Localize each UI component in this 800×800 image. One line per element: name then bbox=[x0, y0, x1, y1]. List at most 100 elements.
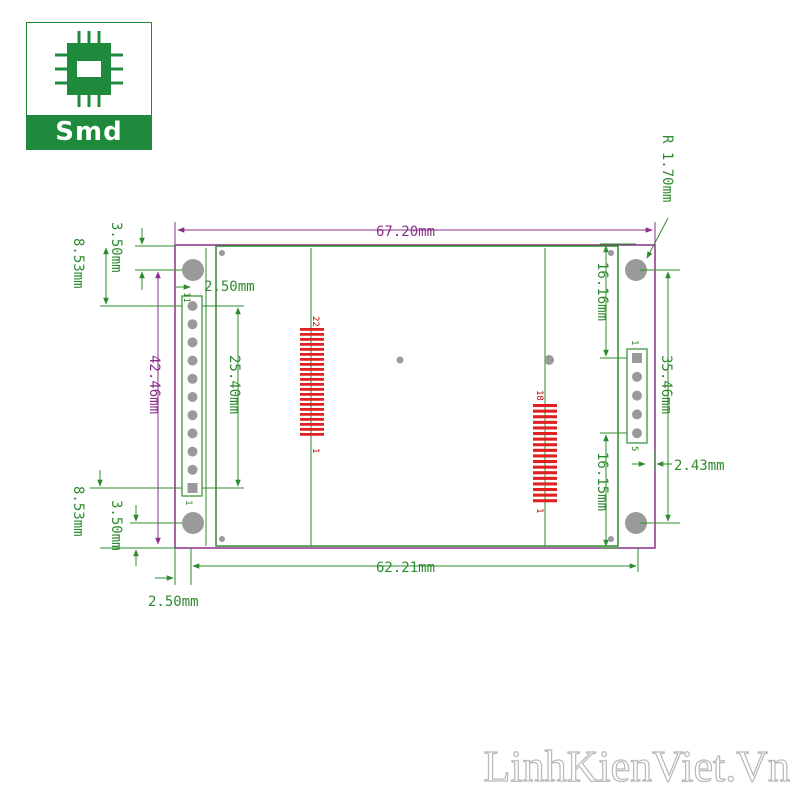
mounting-hole bbox=[625, 259, 647, 281]
fpc-trace bbox=[300, 333, 324, 336]
fpc-trace bbox=[300, 353, 324, 356]
header-pin bbox=[187, 428, 198, 439]
fpc-trace bbox=[533, 460, 557, 464]
fpc-trace bbox=[300, 398, 324, 401]
fpc-trace bbox=[300, 338, 324, 341]
corner-dot bbox=[219, 250, 225, 256]
lcd-outline bbox=[215, 245, 619, 547]
header-pin bbox=[632, 428, 642, 439]
pcb-outline bbox=[174, 244, 656, 549]
dim-hole-spacing: 42.46mm bbox=[146, 355, 162, 414]
dim-left-offset-bottom: 2.50mm bbox=[148, 594, 199, 610]
fpc-trace bbox=[533, 448, 557, 452]
chip-icon bbox=[55, 31, 123, 107]
fpc-trace bbox=[533, 488, 557, 492]
fpc-trace bbox=[300, 378, 324, 381]
header-pin-square bbox=[187, 483, 198, 493]
header-pin bbox=[632, 371, 642, 382]
dim-right-top-offset: 16.16mm bbox=[594, 262, 610, 321]
dim-bottom-hole-offset: 3.50mm bbox=[108, 500, 124, 551]
fpc-trace bbox=[533, 432, 557, 436]
corner-dot bbox=[608, 536, 614, 542]
dim-right-inset: 2.43mm bbox=[674, 458, 725, 474]
dim-bottom-header-offset: 8.53mm bbox=[70, 486, 86, 537]
dim-lcd-width: 62.21mm bbox=[376, 560, 435, 576]
fpc-trace bbox=[300, 418, 324, 421]
fpc-trace bbox=[533, 404, 557, 408]
fpc-trace bbox=[533, 426, 557, 430]
dim-left-offset-top: 2.50mm bbox=[204, 279, 255, 295]
fpc-trace bbox=[300, 343, 324, 346]
fpc-trace bbox=[533, 415, 557, 419]
left-header bbox=[181, 295, 203, 497]
fpc-trace bbox=[300, 348, 324, 351]
mounting-hole bbox=[182, 512, 204, 534]
fpc-trace bbox=[533, 471, 557, 475]
leader-radius bbox=[646, 217, 669, 259]
fpc-left-top-label: 22 bbox=[310, 316, 320, 327]
fpc-connector-22 bbox=[300, 328, 324, 436]
fpc-left-bottom-label: 1 bbox=[310, 448, 320, 453]
right-header-pins bbox=[632, 353, 642, 439]
fpc-right-bottom-label: 1 bbox=[534, 508, 544, 513]
fpc-trace bbox=[300, 328, 324, 331]
dim-header-length: 25.40mm bbox=[226, 355, 242, 414]
fpc-trace bbox=[300, 408, 324, 411]
fpc-trace bbox=[300, 368, 324, 371]
header-pin bbox=[187, 337, 198, 348]
fpc-trace bbox=[533, 476, 557, 480]
header-pin bbox=[187, 392, 198, 402]
fpc-trace bbox=[300, 423, 324, 426]
fpc-trace bbox=[300, 433, 324, 436]
header-pin bbox=[187, 319, 198, 330]
fpc-trace bbox=[533, 499, 557, 503]
fpc-trace bbox=[300, 388, 324, 391]
dim-corner-radius: R 1.70mm bbox=[659, 135, 675, 202]
fpc-trace bbox=[533, 437, 557, 441]
corner-dot bbox=[219, 536, 225, 542]
fpc-trace bbox=[533, 493, 557, 497]
header-pin bbox=[187, 410, 198, 421]
fpc-trace bbox=[300, 393, 324, 396]
dim-board-width: 67.20mm bbox=[376, 224, 435, 240]
dim-top-header-offset: 8.53mm bbox=[70, 238, 86, 289]
mounting-hole bbox=[625, 512, 647, 534]
right-header-top-label: 1 bbox=[629, 340, 639, 345]
left-header-bottom-label: 1 bbox=[183, 500, 193, 505]
left-header-top-label: 11 bbox=[181, 292, 191, 303]
header-pin bbox=[187, 464, 198, 475]
mounting-hole bbox=[182, 259, 204, 281]
fpc-trace bbox=[533, 443, 557, 447]
header-pin bbox=[187, 301, 198, 311]
logo-text: Smd bbox=[27, 115, 151, 149]
fpc-trace bbox=[533, 465, 557, 469]
header-pin bbox=[187, 373, 198, 384]
dim-top-hole-offset: 3.50mm bbox=[108, 222, 124, 273]
fpc-trace bbox=[300, 383, 324, 386]
fpc-right-top-label: 18 bbox=[534, 390, 544, 401]
watermark: LinhKienViet.Vn bbox=[483, 741, 791, 791]
fpc-dot bbox=[544, 355, 554, 365]
header-pin bbox=[632, 390, 642, 401]
left-header-pins bbox=[187, 301, 198, 493]
fpc-connector-18 bbox=[533, 404, 557, 503]
header-pin bbox=[187, 446, 198, 457]
right-header-bottom-label: 5 bbox=[629, 446, 639, 451]
corner-dot bbox=[608, 250, 614, 256]
fpc-trace bbox=[300, 358, 324, 361]
fpc-trace bbox=[300, 363, 324, 366]
fpc-trace bbox=[533, 454, 557, 458]
right-header bbox=[626, 348, 648, 444]
header-pin-square bbox=[632, 353, 642, 363]
fpc-trace bbox=[533, 420, 557, 424]
fpc-trace bbox=[533, 482, 557, 486]
fpc-trace bbox=[533, 409, 557, 413]
dim-right-spacing: 35.46mm bbox=[658, 355, 674, 414]
fpc-trace bbox=[300, 428, 324, 431]
center-dot bbox=[396, 356, 404, 364]
fpc-trace bbox=[300, 373, 324, 376]
header-pin bbox=[187, 355, 198, 366]
smd-logo: Smd bbox=[26, 22, 152, 150]
